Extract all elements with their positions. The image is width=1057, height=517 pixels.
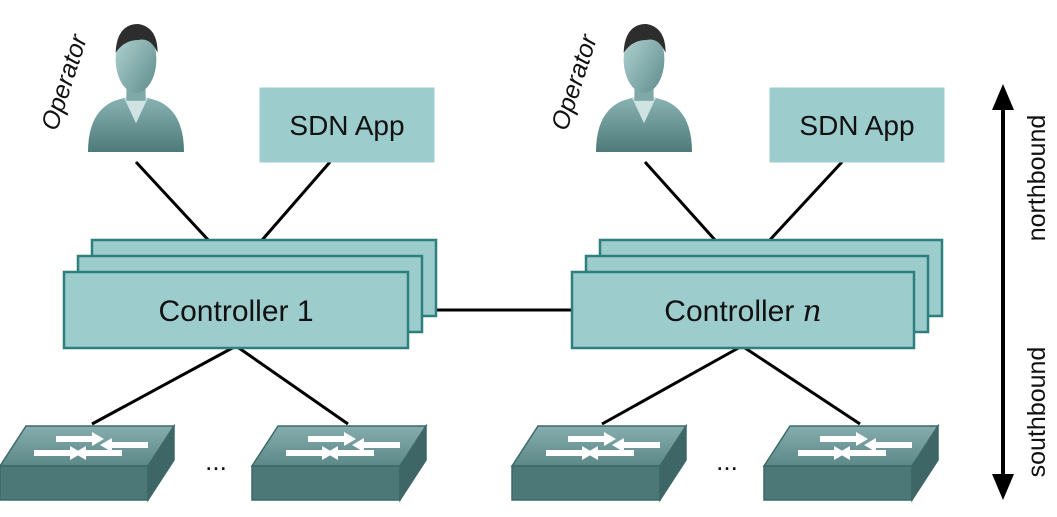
sdn-app-left-label: SDN App: [289, 110, 404, 141]
operator-right-icon: [596, 24, 692, 152]
link-controllern-switch3: [601, 344, 743, 426]
switch-1-icon: [0, 425, 175, 501]
controller-1-label: Controller 1: [158, 295, 313, 328]
operator-left-icon: [88, 24, 184, 152]
link-controller1-switch2: [235, 344, 349, 426]
operator-right-label: Operator: [546, 30, 604, 134]
controller-n-index: n: [802, 294, 821, 329]
direction-arrow: [992, 84, 1014, 500]
switch-3-icon: [511, 425, 687, 501]
link-controller1-switch1: [91, 344, 237, 426]
southbound-label: southbound: [1023, 347, 1051, 478]
link-controllern-switch4: [741, 344, 861, 426]
switch-ellipsis-right: ...: [716, 446, 738, 476]
sdn-app-right-box: SDN App: [769, 87, 945, 163]
sdn-app-right-label: SDN App: [799, 110, 914, 141]
operator-left-label: Operator: [36, 30, 94, 134]
switch-2-icon: [251, 425, 427, 501]
switch-4-icon: [763, 425, 939, 501]
northbound-label: northbound: [1023, 115, 1051, 242]
controller-1-stack: Controller 1: [62, 238, 438, 350]
switch-ellipsis-left: ...: [205, 446, 227, 476]
controller-n-prefix: Controller: [664, 295, 794, 328]
sdn-app-left-box: SDN App: [259, 87, 435, 163]
